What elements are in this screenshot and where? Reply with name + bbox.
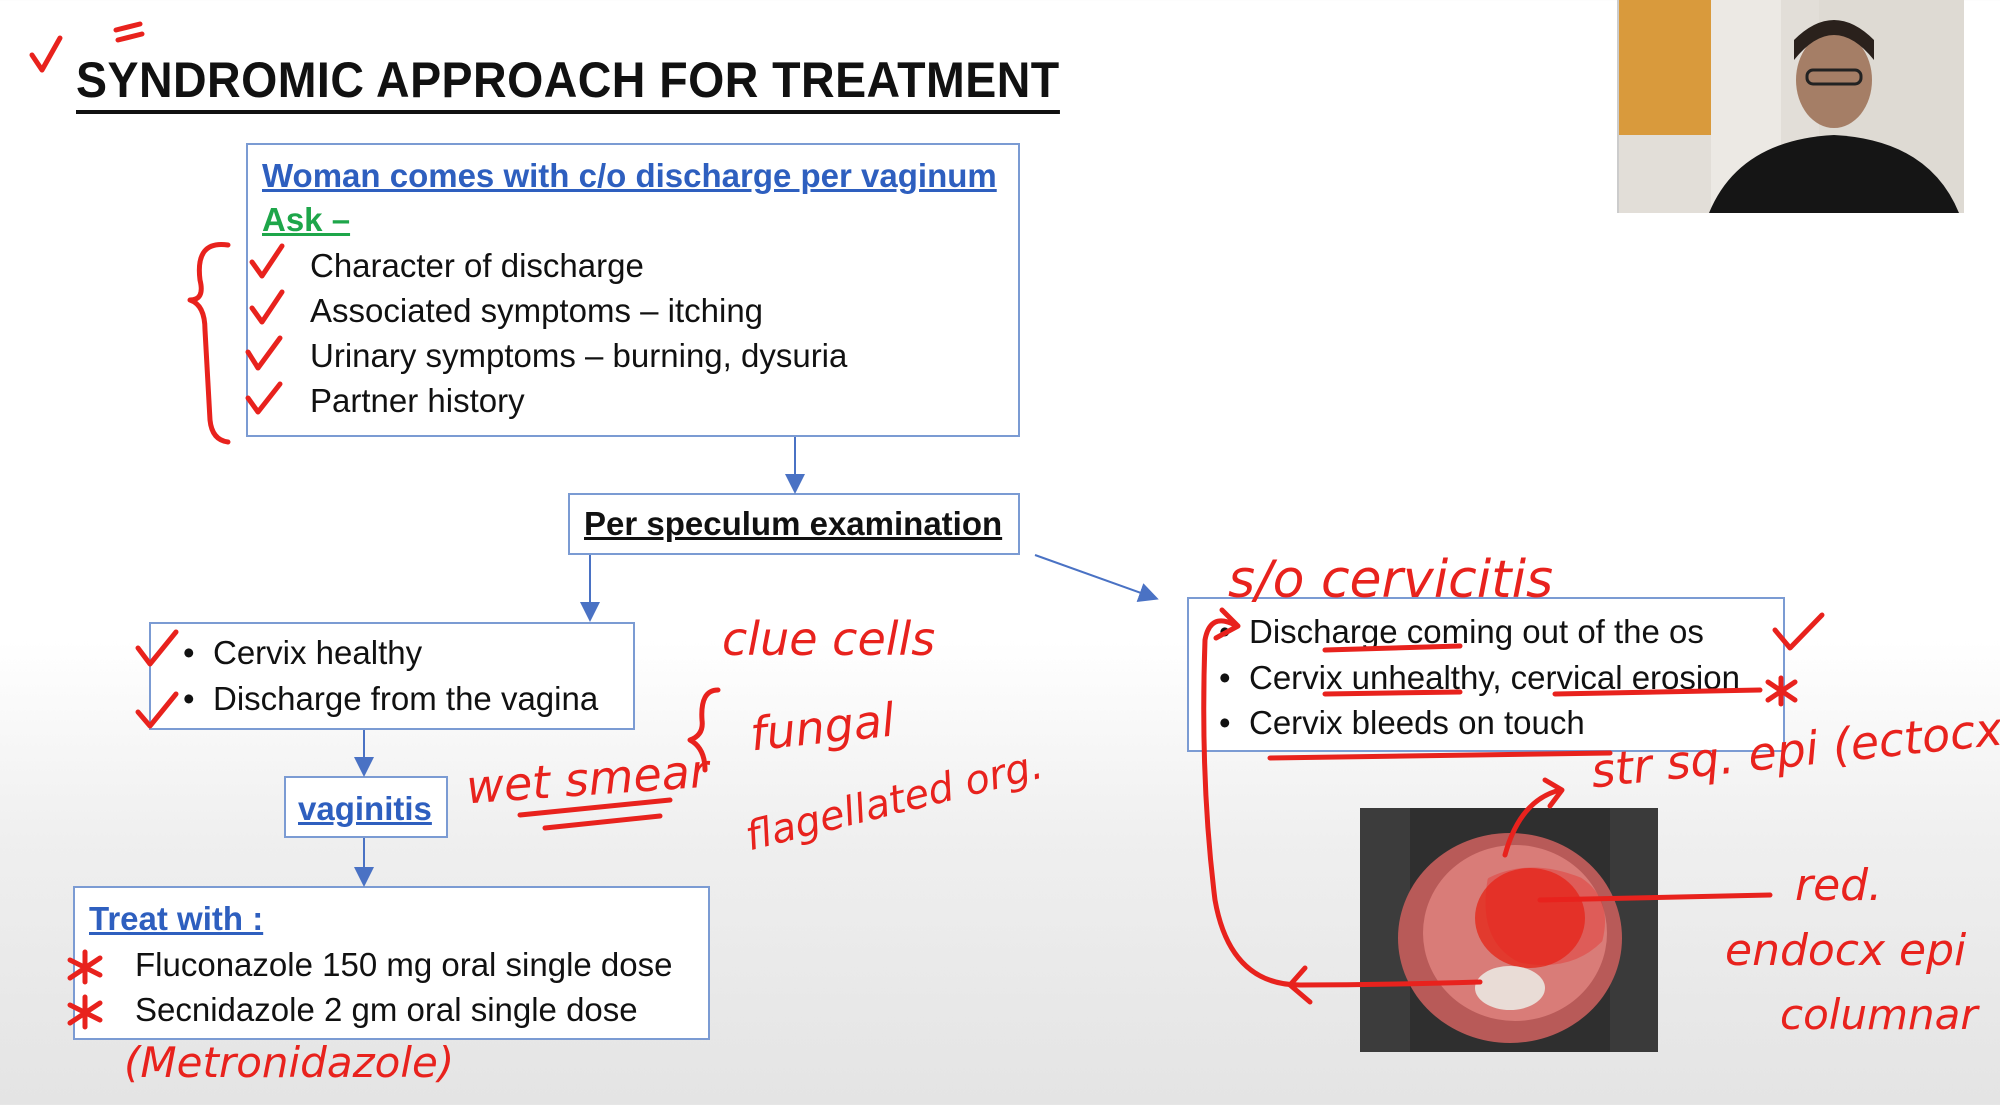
check-mark-icon [135, 691, 179, 729]
connector-arrow [1034, 554, 1159, 603]
list-item: Secnidazole 2 gm oral single dose [135, 991, 638, 1028]
annotation-clue-cells: clue cells [722, 612, 936, 666]
annotation-so-cervicitis: s/o cervicitis [1228, 550, 1554, 610]
check-mark-icon [1772, 612, 1825, 651]
loop-arrow [1201, 618, 1483, 988]
asterisk-icon [1765, 675, 1798, 707]
check-mark-icon [245, 381, 283, 415]
ask-label: Ask – [262, 201, 351, 238]
presenter-webcam [1617, 0, 1964, 213]
annotation-columnar: columnar [1780, 990, 1978, 1039]
check-mark-icon [245, 335, 283, 371]
cervicitis-box: Discharge coming out of the os Cervix un… [1187, 597, 1785, 752]
complaint-heading: Woman comes with c/o discharge per vagin… [262, 157, 997, 194]
complaint-box: Woman comes with c/o discharge per vagin… [246, 143, 1020, 437]
check-mark-icon [135, 629, 179, 667]
presenter-video-frame [1619, 0, 1964, 213]
list-item: Discharge from the vagina [183, 676, 598, 721]
exam-box: Per speculum examination [568, 493, 1020, 555]
annotation-red: red. [1795, 860, 1883, 911]
annotation-line [1537, 892, 1773, 903]
list-item: Partner history [310, 382, 525, 419]
cervix-photo [1360, 808, 1658, 1052]
list-item: Associated symptoms – itching [310, 292, 764, 329]
slide-title: SYNDROMIC APPROACH FOR TREATMENT [76, 50, 1060, 114]
exam-label: Per speculum examination [584, 505, 1003, 542]
list-item: Urinary symptoms – burning, dysuria [310, 337, 848, 374]
treatment-box: Treat with : Fluconazole 150 mg oral sin… [73, 886, 710, 1040]
vaginal-findings-box: Cervix healthy Discharge from the vagina [149, 622, 635, 730]
asterisk-icon [67, 949, 103, 985]
asterisk-icon [67, 994, 103, 1030]
list-item: Cervix healthy [183, 630, 422, 675]
check-mark-icon [249, 289, 285, 325]
list-item: Character of discharge [310, 247, 644, 284]
annotation-metronidazole: (Metronidazole) [124, 1038, 455, 1087]
treatment-heading: Treat with : [89, 900, 264, 937]
vaginitis-label: vaginitis [298, 790, 432, 827]
brace-icon [187, 241, 231, 445]
list-item: Cervix bleeds on touch [1219, 700, 1585, 745]
list-item: Fluconazole 150 mg oral single dose [135, 946, 673, 983]
annotation-arrow [1502, 787, 1563, 858]
check-mark-icon [249, 243, 285, 279]
vaginitis-box: vaginitis [284, 776, 448, 838]
annotation-endocx-epi: endocx epi [1725, 925, 1967, 976]
check-mark-icon [29, 35, 63, 73]
